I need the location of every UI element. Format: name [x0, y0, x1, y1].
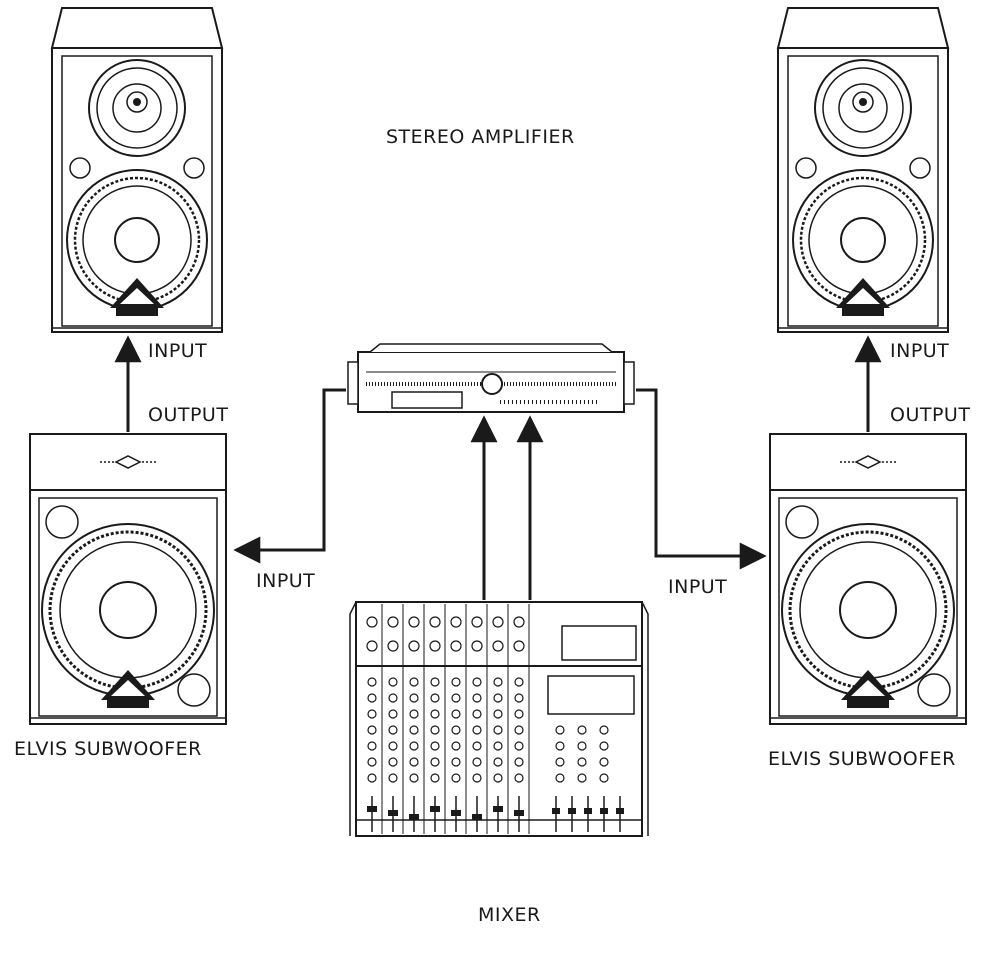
- right-subwoofer-input-label: INPUT: [668, 576, 728, 598]
- right-top-speaker: [776, 6, 950, 334]
- right-subwoofer-output-label: OUTPUT: [890, 404, 971, 426]
- cable-amp-to-left-sub: [233, 388, 346, 564]
- mixer-label: MIXER: [478, 904, 541, 926]
- left-speaker-input-label: INPUT: [148, 340, 208, 362]
- left-subwoofer-output-label: OUTPUT: [148, 404, 229, 426]
- right-subwoofer-label: ELVIS SUBWOOFER: [768, 748, 956, 770]
- mixer-console: [349, 601, 649, 837]
- left-top-speaker: [50, 6, 224, 334]
- stereo-amplifier: [347, 343, 635, 413]
- signal-cables: [114, 335, 882, 600]
- right-subwoofer: [768, 432, 968, 726]
- amplifier-label: STEREO AMPLIFIER: [386, 126, 575, 148]
- left-subwoofer: [28, 432, 228, 726]
- cable-amp-to-right-sub: [636, 388, 767, 570]
- left-subwoofer-label: ELVIS SUBWOOFER: [14, 738, 202, 760]
- left-subwoofer-input-label: INPUT: [256, 570, 316, 592]
- mixer-channel-strips: [366, 604, 624, 834]
- right-speaker-input-label: INPUT: [890, 340, 950, 362]
